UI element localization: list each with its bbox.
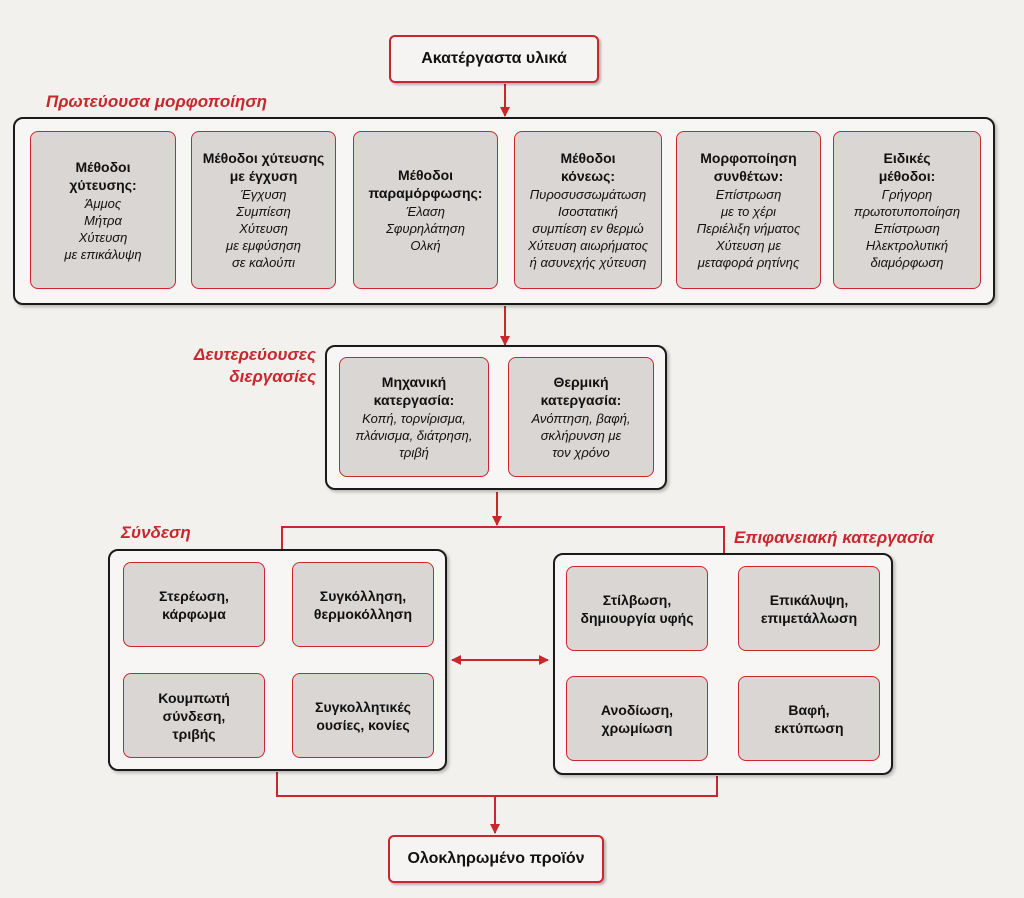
surface-card-painting: Βαφή, εκτύπωση xyxy=(738,676,880,761)
card-desc: Γρήγορη πρωτοτυποποίηση Επίστρωση Ηλεκτρ… xyxy=(853,187,961,270)
card-title: Μέθοδοι παραμόρφωσης: xyxy=(368,167,483,201)
card-title: Συγκολλητικές ουσίες, κονίες xyxy=(315,698,411,733)
joining-card-welding: Συγκόλληση, θερμοκόλληση xyxy=(292,562,434,647)
card-desc: Έγχυση Συμπίεση Χύτευση με εμφύσηση σε κ… xyxy=(225,187,302,270)
card-title: Συγκόλληση, θερμοκόλληση xyxy=(313,587,413,622)
card-title: Μέθοδοι χύτευσης: xyxy=(69,158,137,193)
card-title: Στερέωση, κάρφωμα xyxy=(159,587,229,622)
primary-card-powder: Μέθοδοι κόνεως: Πυροσυσσωμάτωση Ισοστατι… xyxy=(514,131,662,289)
card-title: Ανοδίωση, χρωμίωση xyxy=(600,701,674,736)
card-title: Θερμική κατεργασία: xyxy=(540,374,622,408)
card-title: Μέθοδοι κόνεως: xyxy=(560,150,616,184)
card-title: Στίλβωση, δημιουργία υφής xyxy=(580,591,694,626)
card-desc: Έλαση Σφυρηλάτηση Ολκή xyxy=(386,204,465,253)
card-title: Βαφή, εκτύπωση xyxy=(774,701,844,736)
joining-card-snap-fit: Κουμπωτή σύνδεση, τριβής xyxy=(123,673,265,758)
secondary-card-machining: Μηχανική κατεργασία: Κοπή, τορνίρισμα, π… xyxy=(339,357,489,477)
card-title: Κουμπωτή σύνδεση, τριβής xyxy=(158,689,230,742)
card-title: Επικάλυψη, επιμετάλλωση xyxy=(760,591,858,626)
joining-card-riveting: Στερέωση, κάρφωμα xyxy=(123,562,265,647)
card-desc: Κοπή, τορνίρισμα, πλάνισμα, διάτρηση, τρ… xyxy=(355,411,473,460)
card-desc: Πυροσυσσωμάτωση Ισοστατική συμπίεση εν θ… xyxy=(527,187,649,270)
primary-card-injection: Μέθοδοι χύτευσης με έγχυση Έγχυση Συμπίε… xyxy=(191,131,336,289)
surface-treatment-label: Επιφανειακή κατεργασία xyxy=(734,528,934,547)
primary-forming-label: Πρωτεύουσα μορφοποίηση xyxy=(46,92,268,111)
primary-card-casting: Μέθοδοι χύτευσης: Άμμος Μήτρα Χύτευση με… xyxy=(30,131,176,289)
secondary-card-heat-treatment: Θερμική κατεργασία: Ανόπτηση, βαφή, σκλή… xyxy=(508,357,654,477)
card-title: Μηχανική κατεργασία: xyxy=(373,374,455,408)
card-title: Ειδικές μέθοδοι: xyxy=(878,150,936,184)
surface-card-anodizing: Ανοδίωση, χρωμίωση xyxy=(566,676,708,761)
surface-card-polishing: Στίλβωση, δημιουργία υφής xyxy=(566,566,708,651)
merge-bracket xyxy=(276,772,718,797)
secondary-processes-label: Δευτερεύουσες διεργασίες xyxy=(193,345,316,386)
joining-card-adhesives: Συγκολλητικές ουσίες, κονίες xyxy=(292,673,434,758)
raw-materials-box: Ακατέργαστα υλικά xyxy=(389,35,599,83)
primary-forming-group xyxy=(13,117,995,305)
joining-label: Σύνδεση xyxy=(121,523,191,542)
card-desc: Επίστρωση με το χέρι Περιέλιξη νήματος Χ… xyxy=(696,187,801,270)
primary-card-composites: Μορφοποίηση συνθέτων: Επίστρωση με το χέ… xyxy=(676,131,821,289)
card-title: Μέθοδοι χύτευσης με έγχυση xyxy=(202,150,325,184)
primary-card-special: Ειδικές μέθοδοι: Γρήγορη πρωτοτυποποίηση… xyxy=(833,131,981,289)
card-desc: Άμμος Μήτρα Χύτευση με επικάλυψη xyxy=(64,195,142,262)
surface-card-coating: Επικάλυψη, επιμετάλλωση xyxy=(738,566,880,651)
card-desc: Ανόπτηση, βαφή, σκλήρυνση με τον χρόνο xyxy=(531,411,631,460)
primary-card-deformation: Μέθοδοι παραμόρφωσης: Έλαση Σφυρηλάτηση … xyxy=(353,131,498,289)
finished-product-box: Ολοκληρωμένο προϊόν xyxy=(388,835,604,883)
card-title: Μορφοποίηση συνθέτων: xyxy=(700,150,797,184)
